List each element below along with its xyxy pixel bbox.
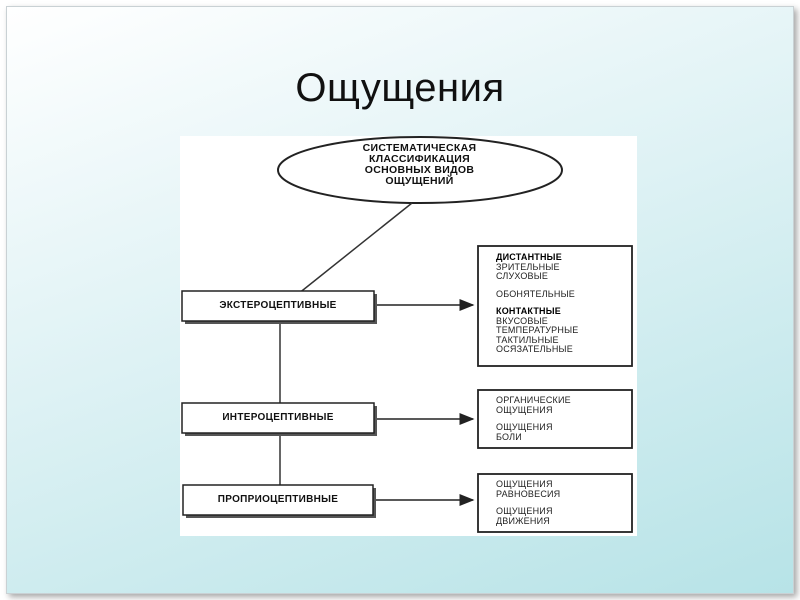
detail-box-1	[477, 245, 633, 367]
detail-item: ОЩУЩЕНИЯ	[496, 479, 553, 489]
detail-item: ОЩУЩЕНИЯ	[496, 422, 553, 432]
detail-item: БОЛИ	[496, 431, 522, 442]
detail-item: ОРГАНИЧЕСКИЕ	[496, 395, 571, 405]
category-box-1	[181, 290, 375, 322]
root-line: СИСТЕМАТИЧЕСКАЯ	[362, 142, 477, 154]
category-label-proprio: ПРОПРИОЦЕПТИВНЫЕ	[217, 494, 339, 505]
detail-item: ОСЯЗАТЕЛЬНЫЕ	[496, 344, 573, 354]
detail-box-3	[477, 473, 633, 533]
detail-item: СЛУХОВЫЕ	[496, 271, 549, 281]
detail-item: РАВНОВЕСИЯ	[496, 488, 561, 499]
detail-item: ВКУСОВЫЕ	[496, 315, 548, 326]
detail-item: ОБОНЯТЕЛЬНЫЕ	[496, 288, 575, 299]
detail-item: ОЩУЩЕНИЯ	[496, 404, 553, 415]
root-connector	[297, 202, 413, 295]
category-box-2	[181, 402, 375, 434]
group-heading-distant: ДИСТАНТНЫЕ	[496, 252, 562, 262]
category-label-extero: ЭКСТЕРОЦЕПТИВНЫЕ	[219, 300, 337, 311]
diagram-lines	[181, 136, 633, 533]
detail-box-2	[477, 389, 633, 449]
detail-item: ЗРИТЕЛЬНЫЕ	[496, 261, 560, 272]
group-heading-contact: КОНТАКТНЫЕ	[496, 306, 561, 316]
detail-item: ТЕМПЕРАТУРНЫЕ	[496, 325, 579, 335]
slide-title: Ощущения	[295, 66, 505, 110]
extero-details: ДИСТАНТНЫЕ ЗРИТЕЛЬНЫЕ СЛУХОВЫЕ ОБОНЯТЕЛЬ…	[496, 252, 579, 355]
root-label: СИСТЕМАТИЧЕСКАЯ КЛАССИФИКАЦИЯ ОСНОВНЫХ В…	[297, 143, 542, 187]
classification-diagram: СИСТЕМАТИЧЕСКАЯ КЛАССИФИКАЦИЯ ОСНОВНЫХ В…	[180, 136, 637, 536]
proprio-details: ОЩУЩЕНИЯ РАВНОВЕСИЯ ОЩУЩЕНИЯ ДВИЖЕНИЯ	[496, 479, 561, 526]
intero-details: ОРГАНИЧЕСКИЕ ОЩУЩЕНИЯ ОЩУЩЕНИЯ БОЛИ	[496, 395, 571, 442]
root-ellipse	[277, 136, 563, 204]
root-line: ОЩУЩЕНИЙ	[385, 175, 454, 187]
detail-item: ТАКТИЛЬНЫЕ	[496, 334, 559, 345]
detail-item: ОЩУЩЕНИЯ	[496, 506, 553, 516]
category-label-intero: ИНТЕРОЦЕПТИВНЫЕ	[222, 412, 334, 423]
root-line: ОСНОВНЫХ ВИДОВ	[364, 164, 475, 176]
root-line: КЛАССИФИКАЦИЯ	[369, 153, 470, 165]
detail-item: ДВИЖЕНИЯ	[496, 515, 550, 526]
category-box-3	[182, 484, 374, 516]
